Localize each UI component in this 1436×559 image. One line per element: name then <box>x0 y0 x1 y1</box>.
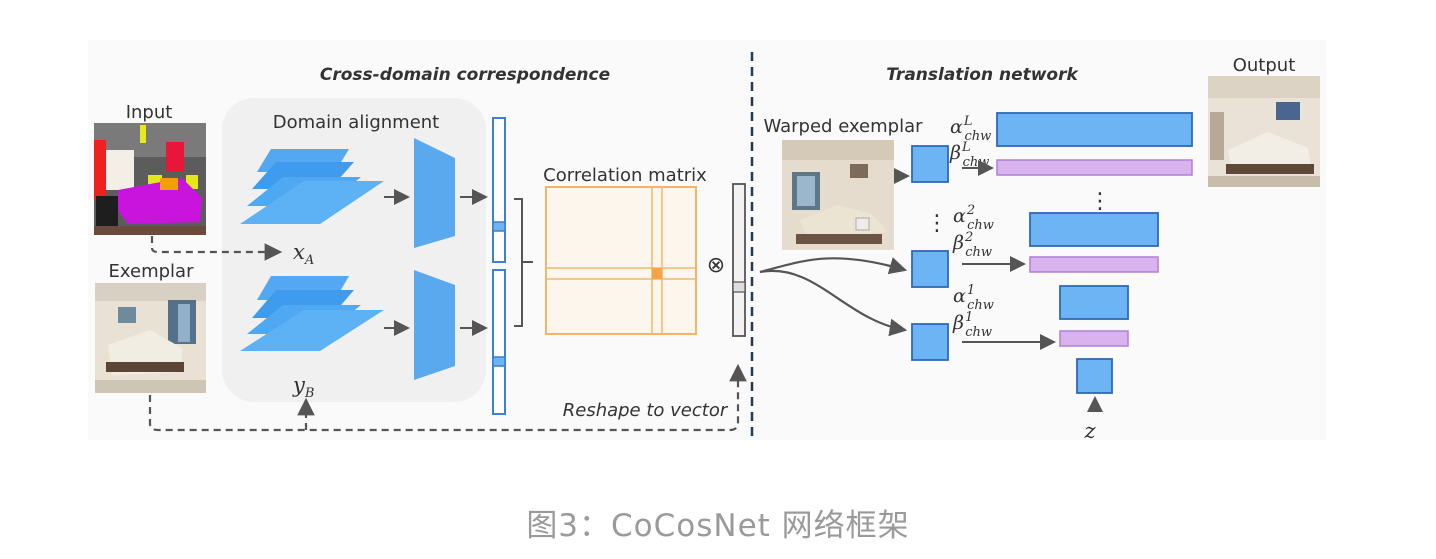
generator-feature-1 <box>1059 285 1129 320</box>
feature-vector-bottom <box>492 269 506 415</box>
warped-exemplar-label: Warped exemplar <box>763 116 923 137</box>
vertical-dots-left: ⋮ <box>926 211 948 236</box>
feature-stack-top <box>240 149 384 224</box>
x-a-label: xA <box>293 240 314 268</box>
reshape-label: Reshape to vector <box>563 400 729 421</box>
y-b-label: yB <box>292 373 314 401</box>
output-label: Output <box>1233 55 1296 76</box>
generator-norm-L <box>996 159 1193 176</box>
spade-block-mid <box>911 250 949 288</box>
encoder-top <box>414 138 455 248</box>
translation-network-header: Translation network <box>886 65 1079 85</box>
encoder-bottom <box>414 270 455 380</box>
generator-feature-2 <box>1029 212 1159 247</box>
correlation-matrix <box>545 186 697 335</box>
vector-bracket <box>514 198 533 327</box>
correlation-matrix-label: Correlation matrix <box>543 165 707 186</box>
spade-block-bottom <box>911 323 949 361</box>
feature-vector-top <box>492 117 506 263</box>
domain-alignment-label: Domain alignment <box>273 112 440 133</box>
arrow-vector-to-block-bottom <box>759 269 908 337</box>
generator-feature-L <box>996 112 1193 147</box>
generator-norm-2 <box>1029 256 1159 273</box>
arrow-vector-to-block-mid <box>759 257 908 275</box>
exemplar-label: Exemplar <box>109 261 195 282</box>
warped-exemplar-image <box>782 140 894 250</box>
figure-caption: 图3：CoCosNet 网络框架 <box>526 508 910 544</box>
otimes-symbol: ⊗ <box>707 253 725 278</box>
feature-stack-bottom <box>240 276 384 351</box>
input-to-xa-connector <box>150 236 283 261</box>
spade-block-top <box>911 145 949 183</box>
input-segmentation-image <box>94 123 206 235</box>
input-label: Input <box>126 102 173 123</box>
noise-block <box>1076 358 1113 394</box>
reshaped-vector <box>732 183 746 337</box>
exemplar-photo <box>95 283 206 393</box>
vertical-dots-right: ⋮ <box>1089 189 1111 214</box>
z-label: z <box>1083 419 1096 443</box>
exemplar-to-vector-connector <box>148 363 747 432</box>
output-image <box>1208 76 1320 187</box>
cross-domain-header: Cross-domain correspondence <box>320 65 610 85</box>
generator-norm-1 <box>1059 330 1129 347</box>
